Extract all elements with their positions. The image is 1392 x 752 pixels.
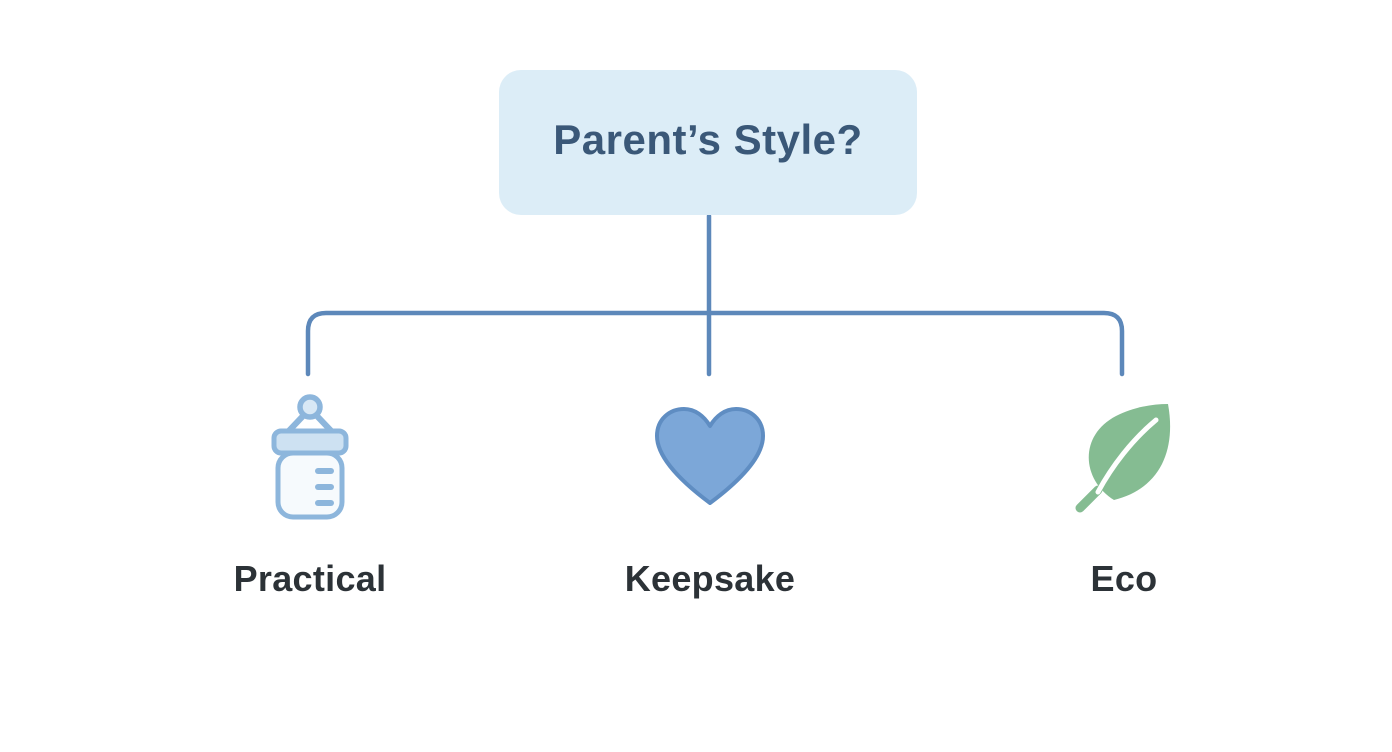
leaf-icon — [1064, 392, 1184, 522]
branch-practical: Practical — [180, 392, 440, 600]
connector-crossbar — [305, 310, 1125, 377]
root-node: Parent’s Style? — [499, 70, 917, 215]
baby-bottle-icon — [262, 392, 358, 522]
branch-label-keepsake: Keepsake — [624, 558, 796, 599]
root-node-label: Parent’s Style? — [553, 115, 863, 163]
branch-eco: Eco — [994, 392, 1254, 600]
heart-icon — [651, 392, 769, 522]
branch-label-eco: Eco — [1090, 558, 1158, 599]
branch-label-practical: Practical — [233, 558, 387, 599]
branch-keepsake: Keepsake — [580, 392, 840, 600]
